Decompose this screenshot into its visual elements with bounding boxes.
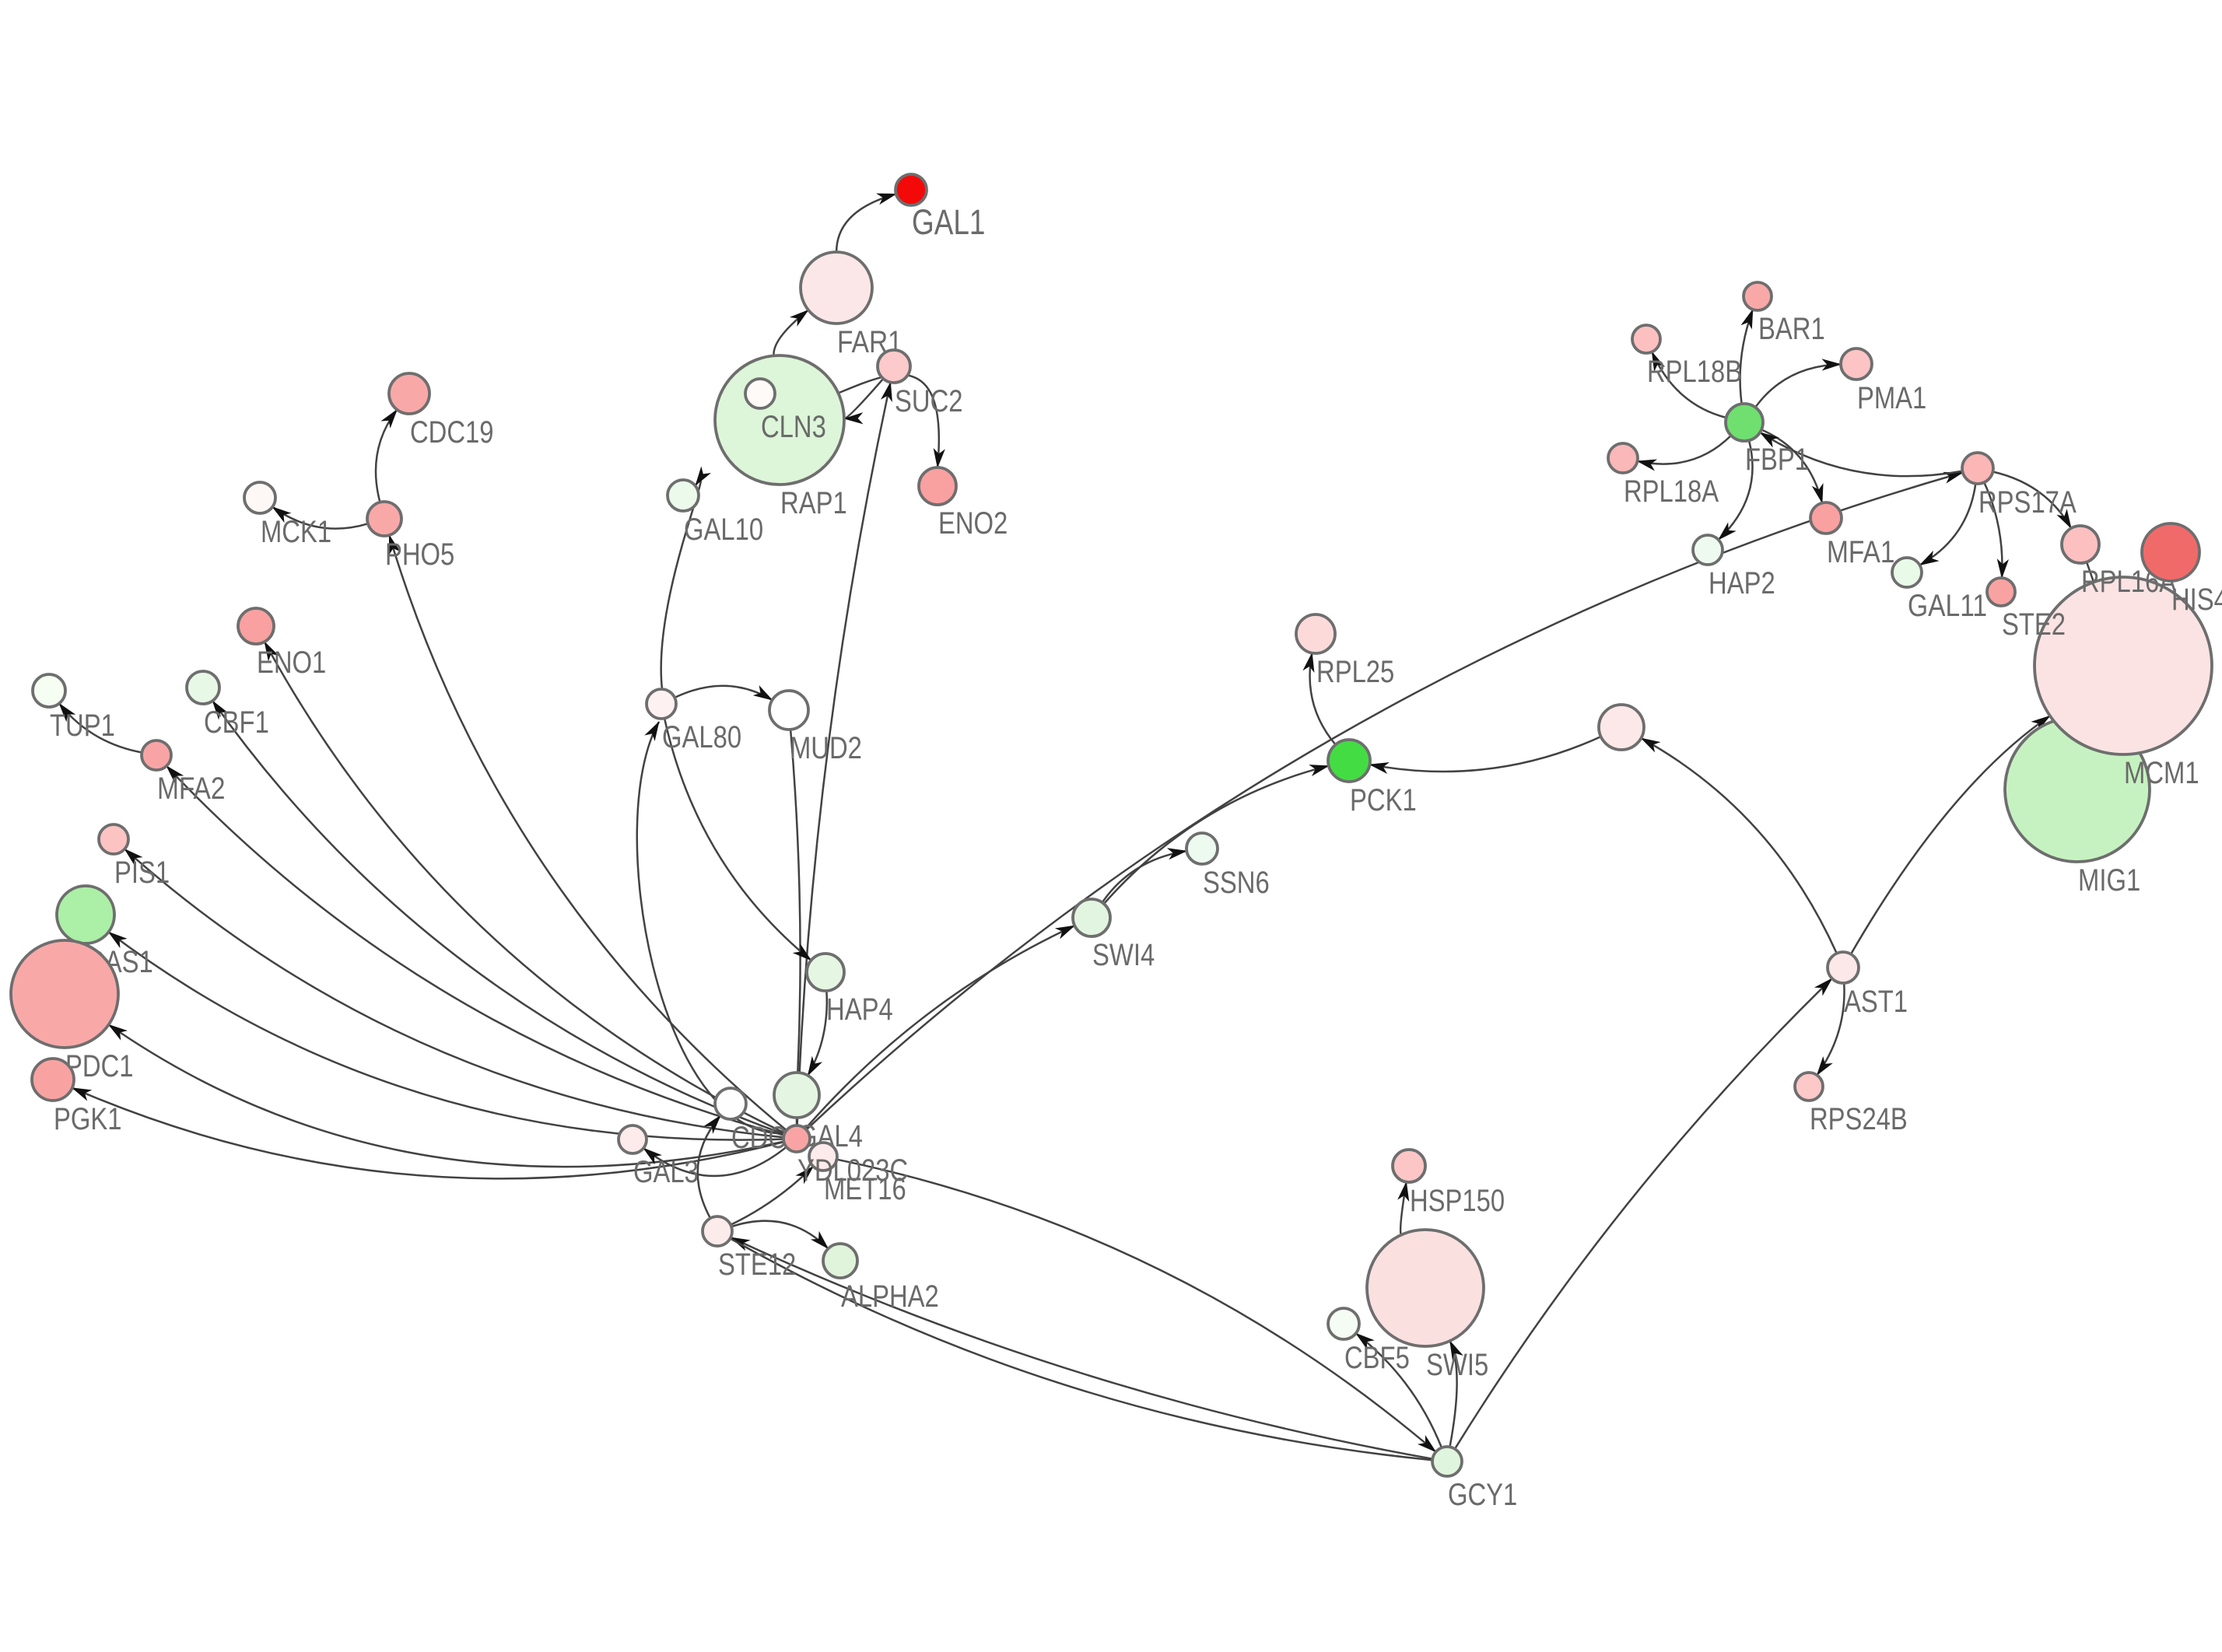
svg-text:GAL1: GAL1 <box>912 202 985 242</box>
svg-text:PGK1: PGK1 <box>54 1102 122 1136</box>
svg-text:TUP1: TUP1 <box>50 709 115 743</box>
svg-text:MUD2: MUD2 <box>790 731 862 765</box>
svg-text:YDL023C: YDL023C <box>797 1153 908 1188</box>
svg-text:MCK1: MCK1 <box>261 515 331 549</box>
svg-text:MCM1: MCM1 <box>2124 756 2199 790</box>
svg-text:STE12: STE12 <box>718 1248 796 1282</box>
svg-text:ENO2: ENO2 <box>938 506 1008 541</box>
svg-text:SSN6: SSN6 <box>1203 866 1270 900</box>
svg-text:GAL3: GAL3 <box>633 1155 699 1189</box>
svg-text:ALPHA2: ALPHA2 <box>841 1279 939 1314</box>
svg-text:GAL11: GAL11 <box>1908 589 1987 623</box>
svg-text:CBF1: CBF1 <box>204 705 269 740</box>
svg-text:HIS4: HIS4 <box>2171 583 2222 617</box>
svg-text:PCK1: PCK1 <box>1350 783 1417 817</box>
svg-text:PDC1: PDC1 <box>65 1049 134 1083</box>
svg-text:SWI5: SWI5 <box>1426 1348 1488 1382</box>
svg-text:RPL18A: RPL18A <box>1624 474 1719 509</box>
svg-text:RPS24B: RPS24B <box>1810 1102 1908 1136</box>
svg-text:MIG1: MIG1 <box>2078 863 2140 898</box>
svg-text:SUC2: SUC2 <box>895 384 963 418</box>
svg-text:HAP4: HAP4 <box>826 992 893 1027</box>
svg-text:MFA2: MFA2 <box>157 772 226 806</box>
svg-text:HAP2: HAP2 <box>1709 566 1775 600</box>
svg-text:ENO1: ENO1 <box>257 646 326 680</box>
svg-text:GAL80: GAL80 <box>662 720 741 754</box>
svg-text:SWI4: SWI4 <box>1092 938 1155 972</box>
svg-text:CBF5: CBF5 <box>1344 1341 1410 1375</box>
svg-text:AST1: AST1 <box>1844 985 1908 1019</box>
svg-text:MET16: MET16 <box>824 1172 906 1206</box>
svg-text:PMA1: PMA1 <box>1857 381 1926 415</box>
svg-text:CLN3: CLN3 <box>761 410 826 444</box>
svg-text:GAL10: GAL10 <box>684 513 763 547</box>
svg-text:STE2: STE2 <box>2002 607 2066 642</box>
svg-text:PIS1: PIS1 <box>114 856 170 890</box>
svg-text:PHO5: PHO5 <box>385 537 454 572</box>
svg-text:BAR1: BAR1 <box>1758 312 1825 346</box>
svg-text:RPS17A: RPS17A <box>1978 485 2077 520</box>
svg-text:FBP1: FBP1 <box>1745 443 1809 477</box>
svg-text:GCY1: GCY1 <box>1448 1478 1517 1512</box>
svg-text:MFA1: MFA1 <box>1827 535 1895 569</box>
svg-text:RAP1: RAP1 <box>780 486 847 520</box>
svg-text:HSP150: HSP150 <box>1410 1184 1505 1218</box>
svg-text:RPL18B: RPL18B <box>1647 355 1742 389</box>
svg-text:RPL25: RPL25 <box>1316 655 1394 689</box>
svg-text:CDC19: CDC19 <box>410 415 494 450</box>
